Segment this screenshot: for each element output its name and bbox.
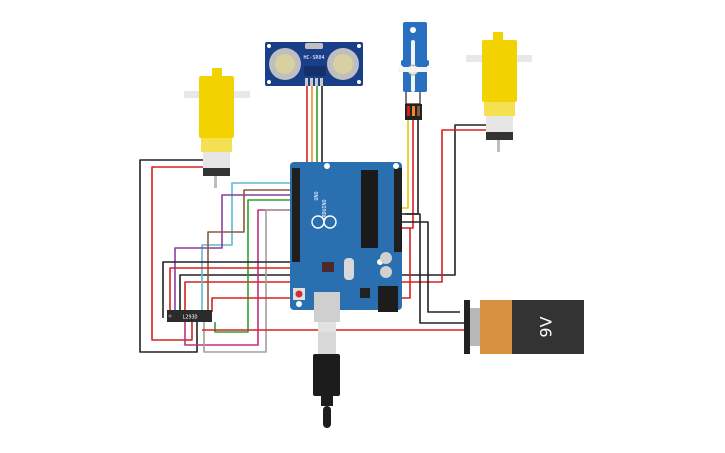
wire-right-motor-b xyxy=(184,129,486,312)
wire-right-motor-a xyxy=(179,124,486,312)
usb-cable xyxy=(313,332,340,428)
wire-servo-gnd xyxy=(405,118,419,215)
ultrasonic-sensor[interactable]: HC-SR04 xyxy=(265,42,363,86)
wire-ctrl-brown xyxy=(207,189,296,312)
wire-5v-rail xyxy=(169,267,296,318)
arduino-model-label: UNO xyxy=(314,191,320,200)
arduino-brand-label: ARDUINO xyxy=(322,199,328,220)
wire-ctrl-green xyxy=(214,199,296,333)
sensor-label: HC-SR04 xyxy=(303,55,324,61)
wire-left-motor-b xyxy=(151,166,203,341)
arduino-uno[interactable]: ARDUINO UNO xyxy=(290,162,402,332)
wire-ctrl-teal xyxy=(201,182,296,322)
servo-motor[interactable] xyxy=(398,22,429,120)
wire-arduino-gnd-right xyxy=(398,213,468,324)
wire-left-motor-a xyxy=(139,159,203,353)
wires xyxy=(139,86,486,353)
motor-left[interactable] xyxy=(184,68,250,188)
driver-label: L293D xyxy=(182,315,197,321)
wire-battery-neg xyxy=(398,221,460,313)
wire-gnd-rail xyxy=(162,261,296,318)
battery-9v[interactable]: 9V xyxy=(464,300,584,354)
motor-right[interactable] xyxy=(466,32,532,152)
wire-ctrl-gray xyxy=(203,209,296,353)
l293d-driver[interactable]: L293D xyxy=(167,310,212,322)
battery-label: 9V xyxy=(537,316,556,337)
wire-ctrl-purple xyxy=(174,194,296,312)
